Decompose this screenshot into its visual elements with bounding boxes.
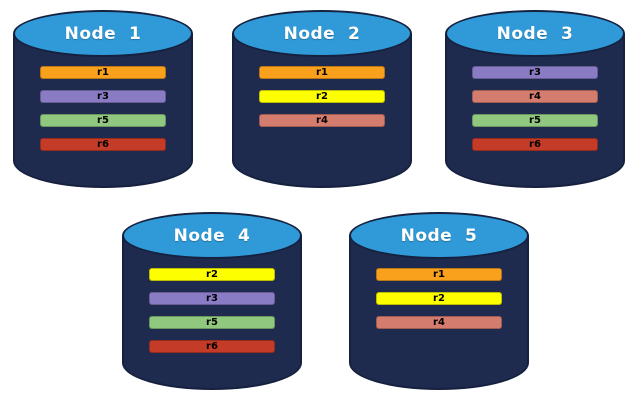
replica-bar-r4: r4 xyxy=(376,316,502,329)
cylinder-top: Node 3 xyxy=(445,10,625,57)
cylinder-top: Node 4 xyxy=(122,212,302,259)
replica-bar-r2: r2 xyxy=(259,90,385,103)
replica-bar-r1: r1 xyxy=(259,66,385,79)
cylinder-top: Node 2 xyxy=(232,10,412,57)
replica-bar-r5: r5 xyxy=(472,114,598,127)
cylinder-top: Node 1 xyxy=(13,10,193,57)
node-title: Node 1 xyxy=(64,23,142,44)
node-5: Node 5 r1 r2 r4 xyxy=(349,212,529,390)
replica-list: r3 r4 r5 r6 xyxy=(472,66,598,162)
replica-bar-r5: r5 xyxy=(149,316,275,329)
node-3: Node 3 r3 r4 r5 r6 xyxy=(445,10,625,188)
replica-list: r1 r3 r5 r6 xyxy=(40,66,166,162)
replica-bar-r4: r4 xyxy=(472,90,598,103)
replica-bar-r3: r3 xyxy=(472,66,598,79)
replica-list: r1 r2 r4 xyxy=(259,66,385,138)
replica-list: r1 r2 r4 xyxy=(376,268,502,340)
cylinder-body xyxy=(232,33,412,188)
replica-bar-r2: r2 xyxy=(376,292,502,305)
replica-bar-r6: r6 xyxy=(40,138,166,151)
node-4: Node 4 r2 r3 r5 r6 xyxy=(122,212,302,390)
replica-bar-r1: r1 xyxy=(40,66,166,79)
node-title: Node 4 xyxy=(173,225,251,246)
node-title: Node 2 xyxy=(283,23,361,44)
replica-bar-r6: r6 xyxy=(149,340,275,353)
cylinder-body xyxy=(349,235,529,390)
cylinder-body xyxy=(445,33,625,188)
replica-bar-r6: r6 xyxy=(472,138,598,151)
cylinder-body xyxy=(122,235,302,390)
node-title: Node 3 xyxy=(496,23,574,44)
replica-bar-r3: r3 xyxy=(40,90,166,103)
replica-bar-r5: r5 xyxy=(40,114,166,127)
replica-bar-r2: r2 xyxy=(149,268,275,281)
replica-bar-r1: r1 xyxy=(376,268,502,281)
cylinder-top: Node 5 xyxy=(349,212,529,259)
node-2: Node 2 r1 r2 r4 xyxy=(232,10,412,188)
node-title: Node 5 xyxy=(400,225,478,246)
replica-bar-r4: r4 xyxy=(259,114,385,127)
replica-bar-r3: r3 xyxy=(149,292,275,305)
cylinder-body xyxy=(13,33,193,188)
node-1: Node 1 r1 r3 r5 r6 xyxy=(13,10,193,188)
replica-list: r2 r3 r5 r6 xyxy=(149,268,275,364)
